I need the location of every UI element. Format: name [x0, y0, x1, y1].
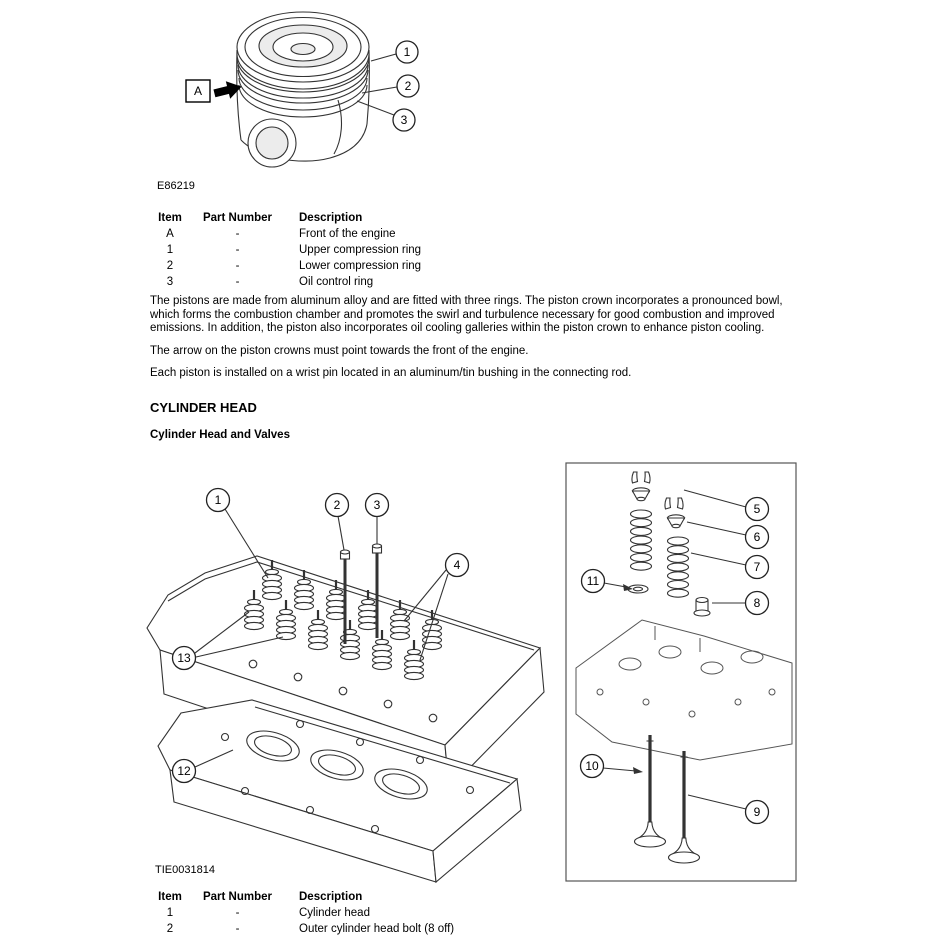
callout-9 [744, 799, 770, 825]
section-subheading: Cylinder Head and Valves [150, 429, 290, 441]
header-part-number: Part Number [202, 891, 273, 903]
callout-1 [395, 40, 419, 64]
table-row: 1 - Upper compression ring [150, 242, 425, 258]
cell-item: 1 [166, 907, 174, 919]
head-deck-illustration [157, 699, 522, 884]
callout-10 [579, 753, 605, 779]
direction-label: A [194, 84, 202, 98]
callout-7-label: 7 [754, 560, 761, 574]
cell-item: A [166, 228, 174, 240]
callout-2-label: 2 [405, 79, 412, 93]
piston-figure: A 1 2 3 [185, 11, 420, 168]
cell-part-number: - [235, 244, 240, 256]
callout-4 [444, 552, 470, 578]
table-header-row: Item Part Number Description [150, 210, 425, 226]
head-parts-table: Item Part Number Description 1 - Cylinde… [150, 889, 458, 937]
header-item: Item [158, 212, 182, 224]
cell-part-number: - [235, 907, 240, 919]
callout-9-label: 9 [754, 805, 761, 819]
header-part-number: Part Number [202, 212, 273, 224]
table-row: A - Front of the engine [150, 226, 425, 242]
callout-2 [396, 74, 420, 98]
header-description: Description [299, 212, 363, 224]
callout-1 [205, 487, 231, 513]
cell-description: Front of the engine [299, 228, 396, 240]
callout-2 [324, 492, 350, 518]
head-callouts: 1 2 3 4 5 6 7 8 9 10 11 12 13 [171, 487, 770, 825]
cell-description: Cylinder head [299, 907, 370, 919]
header-description: Description [299, 891, 363, 903]
table-row: 2 - Lower compression ring [150, 258, 425, 274]
valve-stem-seal [693, 596, 711, 617]
callout-2-label: 2 [334, 498, 341, 512]
callout-12 [171, 758, 197, 784]
callout-13-label: 13 [177, 651, 191, 665]
callout-11 [580, 568, 606, 594]
cell-item: 2 [166, 923, 174, 935]
cell-part-number: - [235, 260, 240, 272]
callout-3 [392, 108, 416, 132]
paragraph-pistons: The pistons are made from aluminum alloy… [150, 295, 783, 335]
callout-10-label: 10 [585, 759, 599, 773]
front-of-engine-indicator: A [185, 79, 242, 103]
head-corner-illustration [575, 619, 793, 761]
callout-5-label: 5 [754, 502, 761, 516]
callout-11-label: 11 [587, 574, 600, 588]
piston-description: The pistons are made from aluminum alloy… [150, 295, 802, 390]
cell-part-number: - [235, 228, 240, 240]
piston-parts-table: Item Part Number Description A - Front o… [150, 210, 425, 290]
cell-description: Oil control ring [299, 276, 374, 288]
cell-description: Outer cylinder head bolt (8 off) [299, 923, 455, 935]
section-heading: CYLINDER HEAD [150, 400, 257, 415]
table-row: 1 - Cylinder head [150, 905, 458, 921]
cell-part-number: - [235, 923, 240, 935]
callout-13 [171, 645, 197, 671]
callout-3-label: 3 [374, 498, 381, 512]
front-of-engine-arrow-icon [213, 81, 242, 99]
table-row: 3 - Oil control ring [150, 274, 425, 290]
callout-4-label: 4 [454, 558, 461, 572]
figure-code-head: TIE0031814 [155, 864, 215, 876]
callout-1-label: 1 [215, 493, 222, 507]
table-row: 2 - Outer cylinder head bolt (8 off) [150, 921, 458, 937]
callout-6-label: 6 [754, 530, 761, 544]
piston-illustration [236, 11, 370, 168]
table-header-row: Item Part Number Description [150, 889, 458, 905]
direction-label-box [185, 79, 211, 103]
piston-callouts: 1 2 3 [356, 40, 420, 132]
cell-item: 2 [166, 260, 174, 272]
header-item: Item [158, 891, 182, 903]
cell-description: Lower compression ring [299, 260, 422, 272]
cell-part-number: - [235, 276, 240, 288]
callout-6 [744, 524, 770, 550]
figure-code-piston: E86219 [157, 180, 195, 192]
callout-3-label: 3 [401, 113, 408, 127]
paragraph-wrist-pin: Each piston is installed on a wrist pin … [150, 367, 632, 380]
paragraph-arrow: The arrow on the piston crowns must poin… [150, 344, 529, 357]
callout-12-label: 12 [177, 764, 191, 778]
cell-item: 3 [166, 276, 174, 288]
callout-8 [744, 590, 770, 616]
callout-3 [364, 492, 390, 518]
callout-5 [744, 496, 770, 522]
cell-item: 1 [166, 244, 174, 256]
callout-1-label: 1 [404, 45, 411, 59]
callout-8-label: 8 [754, 596, 761, 610]
cylinder-head-figure: 1 2 3 4 5 6 7 8 9 10 11 12 13 [146, 462, 797, 884]
leader-lines [194, 489, 747, 810]
cell-description: Upper compression ring [299, 244, 422, 256]
callout-7 [744, 554, 770, 580]
